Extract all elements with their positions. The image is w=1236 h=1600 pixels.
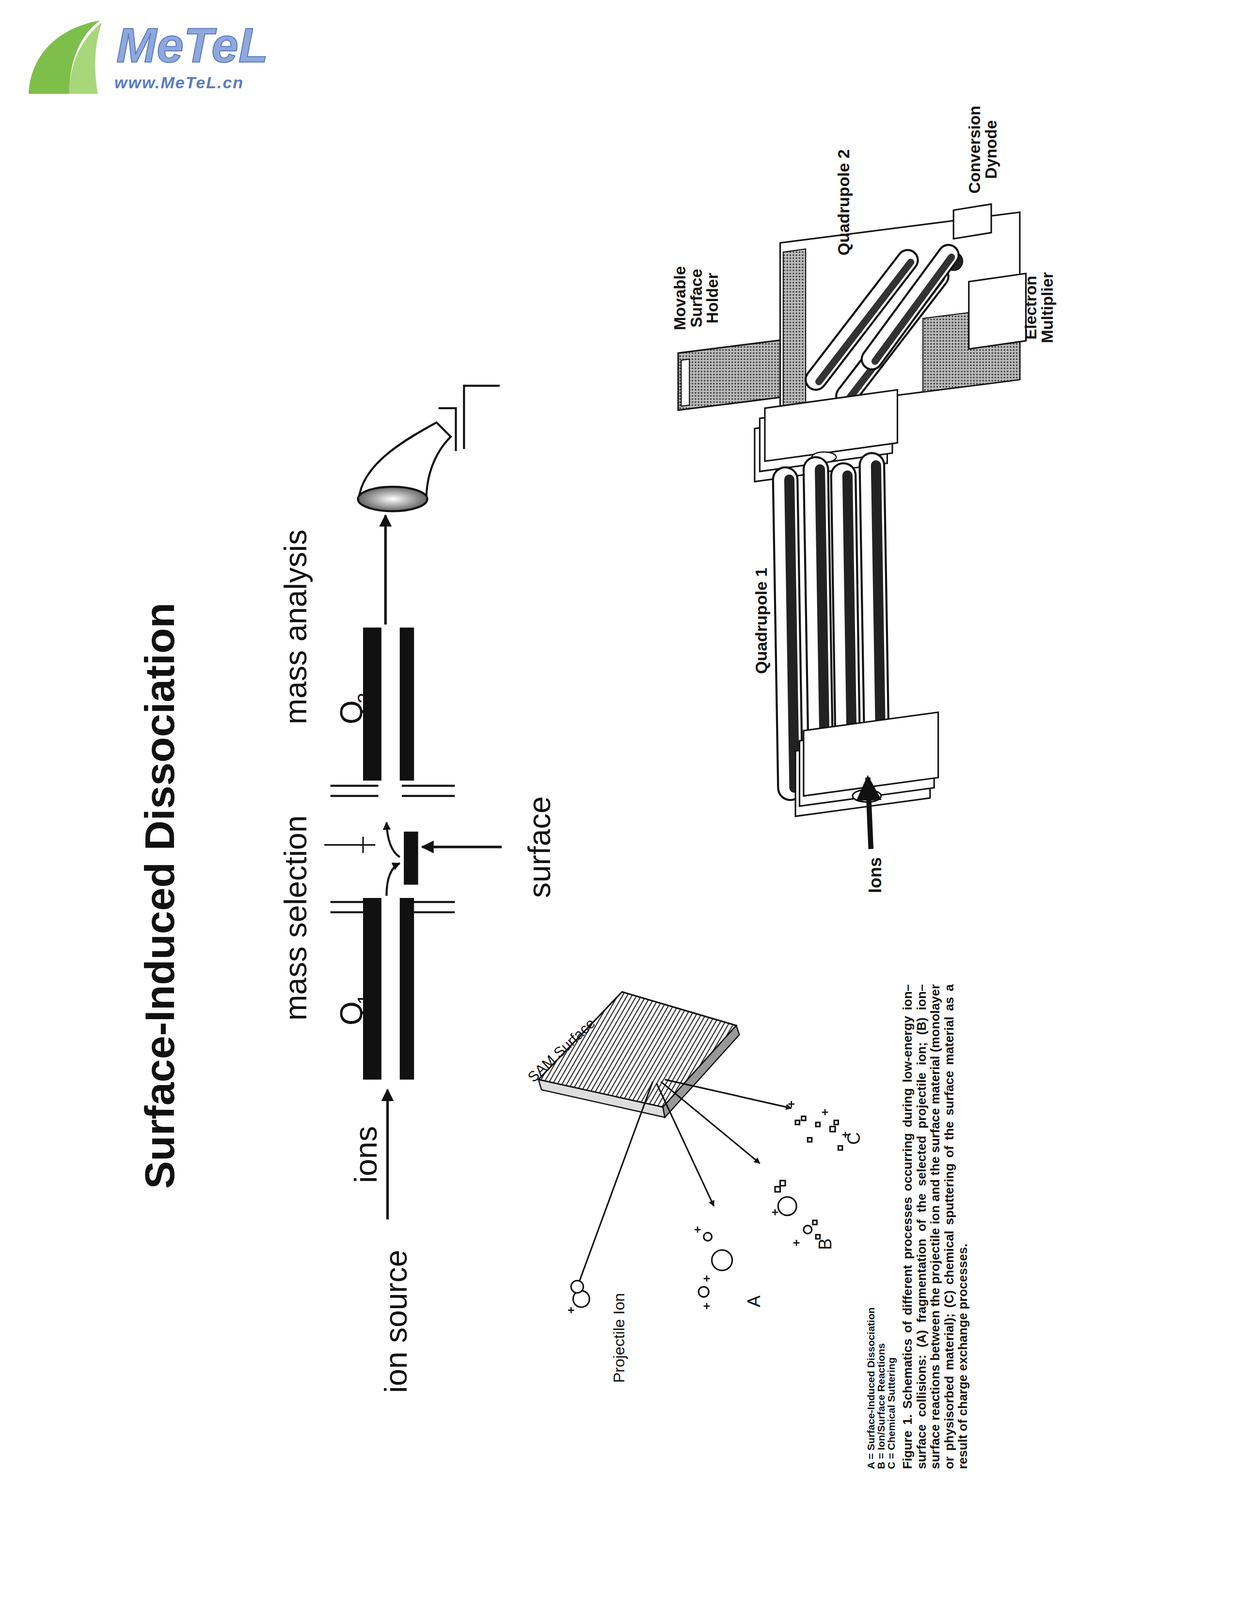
subscript: 2 xyxy=(353,692,376,704)
key-line: B = Ion/Surface Reactions xyxy=(875,1342,887,1469)
part-label: Movable Surface Holder xyxy=(671,256,721,340)
logo-url: www.MeTeL.cn xyxy=(114,73,244,92)
part-label: Electron Multiplier xyxy=(1022,265,1056,350)
caption: Figure 1. Schematics of different proces… xyxy=(900,983,970,1469)
stage-label: surface xyxy=(522,795,557,898)
quadrupole-label: Q xyxy=(334,699,369,725)
logo-text: MeTeL xyxy=(116,18,269,72)
surface-label: SAM Surface xyxy=(524,1014,599,1085)
key-line: A = Surface-Induced Dissociation xyxy=(865,1306,876,1469)
part-label: Quadrupole 2 xyxy=(834,149,853,256)
quadrupole-label: Q xyxy=(334,1000,369,1026)
logo-leaf xyxy=(28,20,102,95)
part-label: Ions xyxy=(865,856,886,893)
part-label: Projectile Ion xyxy=(610,1292,628,1383)
process-letter: B xyxy=(815,1237,836,1250)
stage-label: mass selection xyxy=(278,815,313,1021)
title: Surface-Induced Dissociation xyxy=(136,602,183,1189)
process-letter: C xyxy=(844,1131,864,1145)
process-letter: A xyxy=(744,1295,764,1307)
stage-label: mass analysis xyxy=(278,529,313,725)
part-label: Conversion Dynode xyxy=(966,97,999,202)
sid-instrument xyxy=(678,204,1026,849)
stage-label: ions xyxy=(348,1125,383,1183)
sam-collision-figure xyxy=(538,991,849,1314)
stage-label: ion source xyxy=(379,1249,413,1393)
subscript: 1 xyxy=(353,993,376,1005)
key-line: C = Chemical Suttering xyxy=(886,1357,897,1469)
part-label: Quadrupole 1 xyxy=(752,567,771,674)
sid-schematic xyxy=(324,385,502,1220)
